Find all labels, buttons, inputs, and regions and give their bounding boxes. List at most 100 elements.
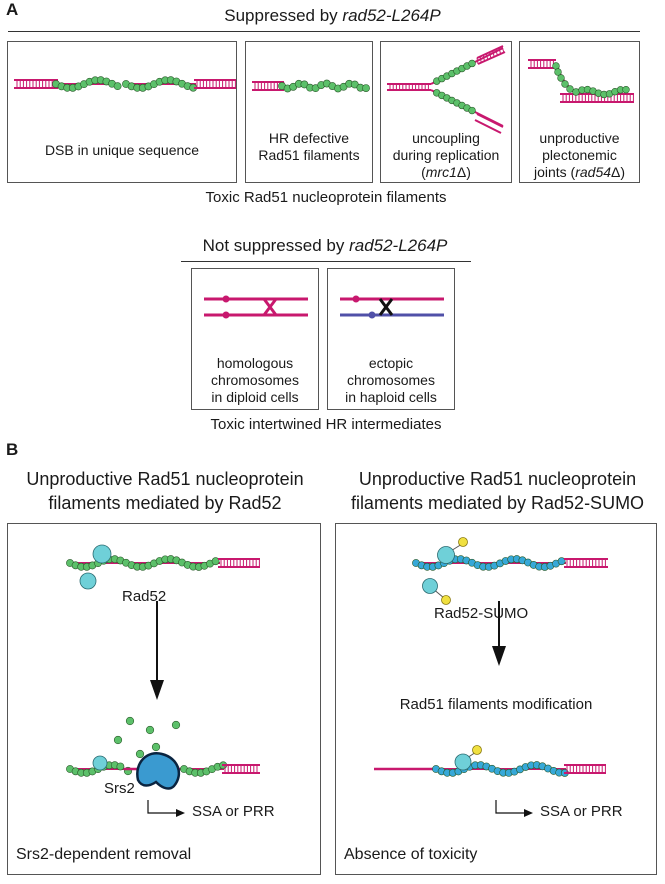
box-rad52-pathway: Rad52 Srs2 SSA or PRR Srs2-dependent rem… (7, 523, 321, 875)
base-pair (479, 56, 482, 63)
outcome-arrow (495, 800, 533, 817)
rad51-monomer (566, 85, 574, 93)
rad52-protein (422, 578, 438, 594)
rad51-monomer (557, 74, 565, 82)
base-pair (495, 49, 498, 56)
srs2-shape (136, 751, 181, 790)
rad52-protein (79, 572, 97, 590)
panel-a-letter: A (6, 0, 19, 19)
rad51-monomer (125, 716, 135, 726)
left-heading-line2: filaments mediated by Rad52 (48, 493, 282, 513)
dsDNA-right-end (194, 79, 236, 89)
srs2-helicase (136, 751, 181, 790)
rad51-monomer (554, 68, 562, 76)
sumo-moiety (458, 537, 468, 547)
rad51-filament-left (52, 76, 122, 92)
rad51-monomer (145, 725, 155, 735)
modification-step-label: Rad51 filaments modification (399, 696, 593, 713)
box-homologous: homologous chromosomes in diploid cells (191, 268, 319, 410)
box-uncoupling: uncoupling during replication (mrc1Δ) (380, 41, 512, 183)
caption-line: chromosomes (211, 372, 299, 388)
base-pair (498, 47, 502, 55)
suppressed-rule (8, 31, 640, 32)
rad51-monomer (171, 720, 181, 730)
modified-filament-bottom (432, 761, 569, 777)
caption-line: DSB in unique sequence (44, 142, 200, 158)
rad52-protein (454, 753, 472, 771)
caption-line: chromosomes (347, 372, 435, 388)
left-heading: Unproductive Rad51 nucleoprotein filamen… (0, 467, 330, 515)
not-suppressed-gene: rad52-L264P (349, 236, 448, 255)
base-pair (492, 50, 495, 57)
rad52-protein (437, 546, 455, 564)
dsDNA-end-bottom (222, 764, 260, 774)
caption-line: HR defective (268, 130, 350, 146)
rad51-filament-right (122, 76, 198, 92)
down-arrow (150, 601, 164, 700)
rad52-sumo-bound (454, 745, 482, 771)
not-suppressed-rule (181, 261, 471, 262)
caption-line: uncoupling (412, 130, 480, 146)
rad51-monomer (561, 80, 569, 88)
base-pair (488, 52, 492, 59)
fork-base-pairs (389, 84, 429, 90)
right-footer: Absence of toxicity (344, 846, 478, 863)
dsDNA-end-top (564, 558, 608, 568)
rad51-monomer (116, 762, 125, 771)
suppressed-caption: Toxic Rad51 nucleoprotein filaments (205, 189, 447, 206)
rad51-monomer (362, 84, 370, 92)
sumo-moiety (472, 745, 482, 755)
panel-b-letter: B (6, 440, 19, 459)
box-ectopic: ectopic chromosomes in haploid cells (327, 268, 455, 410)
dna-strand (474, 113, 504, 134)
rad51-filament-right-fragment (180, 761, 228, 777)
caption-line: during replication (392, 147, 500, 163)
rad51-monomer (151, 742, 161, 752)
rad51-monomer (113, 735, 123, 745)
rad51-monomer (468, 59, 476, 68)
rad52-protein (92, 755, 108, 771)
rad52-label: Rad52 (122, 588, 167, 605)
box-dsb-caption: DSB in unique sequence (8, 142, 236, 159)
suppressed-heading: Suppressed by rad52-L264P (0, 6, 665, 26)
right-outcome-label: SSA or PRR (540, 803, 623, 820)
rad52-proteins (79, 544, 112, 590)
rad52-sumo-proteins (422, 537, 468, 605)
rad51-monomer (135, 749, 145, 759)
suppressed-gene: rad52-L264P (342, 6, 441, 25)
plectonemic-joint-diagram (528, 59, 634, 103)
right-heading-line1: Unproductive Rad51 nucleoprotein (358, 469, 637, 489)
fork-lower-arm (430, 89, 504, 134)
base-pair (476, 57, 479, 65)
hr-defective-diagram (252, 79, 370, 93)
replication-fork-diagram (387, 45, 506, 134)
box-uncoupling-caption: uncoupling during replication (mrc1Δ) (381, 130, 511, 181)
caption-line: in haploid cells (345, 389, 437, 405)
caption-line: unproductive (539, 130, 620, 146)
caption-line: homologous (216, 355, 294, 371)
plectonemic-filament (552, 62, 632, 99)
outcome-arrow (147, 800, 185, 817)
homologous-chromosomes-diagram (204, 295, 308, 319)
right-heading: Unproductive Rad51 nucleoprotein filamen… (330, 467, 665, 515)
dsDNA-left-end (14, 79, 58, 89)
dsb-filament-diagram (14, 76, 236, 92)
right-heading-line2: filaments mediated by Rad52-SUMO (350, 493, 645, 513)
box-dsb-unique: DSB in unique sequence (7, 41, 237, 183)
box-hr-defective: HR defective Rad51 filaments (245, 41, 373, 183)
suppressed-heading-prefix: Suppressed by (224, 6, 343, 25)
rad52-pathway-diagram (66, 544, 260, 817)
ectopic-chromosomes-diagram (340, 295, 444, 319)
rad51-monomer (113, 82, 122, 91)
box-ectopic-caption: ectopic chromosomes in haploid cells (328, 355, 454, 406)
dsDNA-end-top (218, 558, 260, 568)
box-plectonemic: unproductive plectonemic joints (rad54Δ) (519, 41, 640, 183)
rad51-monomer (622, 85, 630, 94)
caption-line: in diploid cells (211, 389, 299, 405)
rad51-filament-top (66, 555, 220, 571)
srs2-label: Srs2 (104, 780, 135, 797)
down-arrow (492, 601, 506, 666)
left-heading-line1: Unproductive Rad51 nucleoprotein (26, 469, 304, 489)
rad52-sumo-label: Rad52-SUMO (434, 605, 529, 622)
rad51-monomer (557, 557, 566, 566)
